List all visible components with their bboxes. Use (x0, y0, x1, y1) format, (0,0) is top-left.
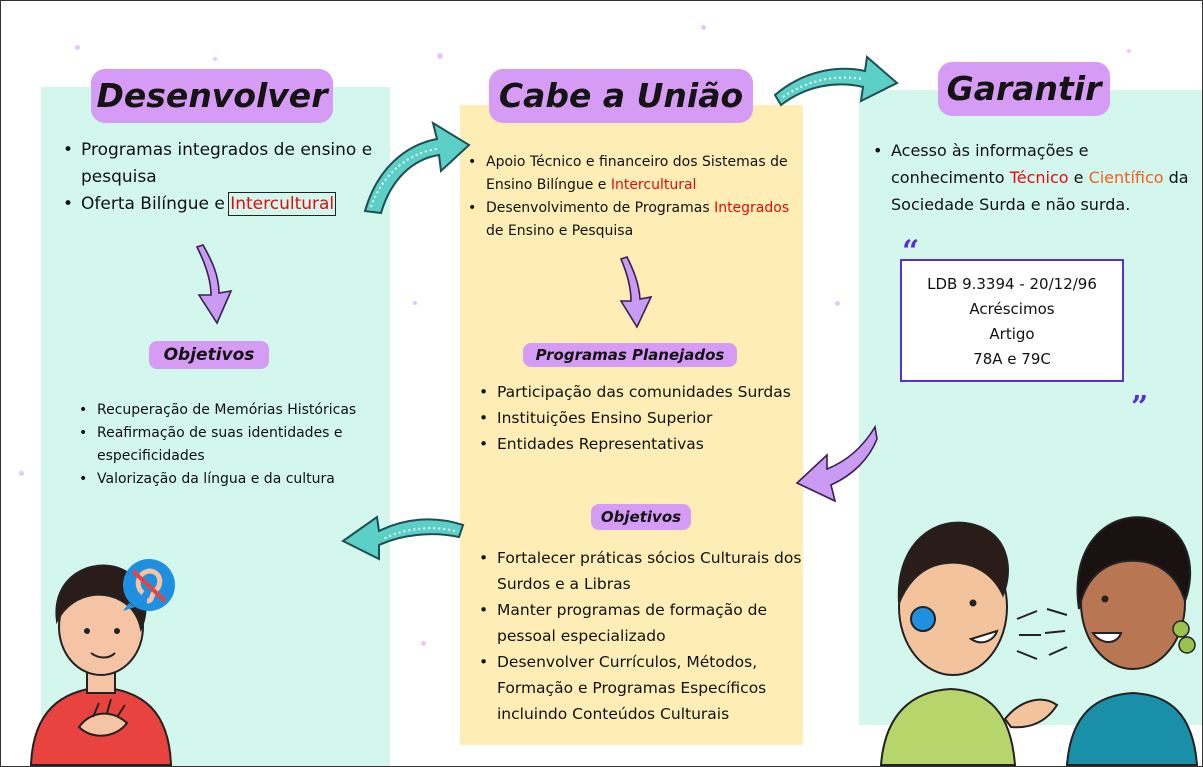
list-item: Valorização da língua e da cultura (77, 468, 377, 491)
garantir-list: Acesso às informações e conhecimento Téc… (871, 137, 1197, 218)
decor-dot (413, 301, 417, 305)
children-talking-illustration (879, 516, 1199, 766)
curved-arrow-purple-icon (795, 424, 878, 503)
uniao-objetivos-title: Objetivos (591, 504, 691, 530)
highlight-tecnico: Técnico (1009, 168, 1069, 187)
highlight-intercultural: Intercultural (610, 177, 697, 193)
highlight-cientifico: Científico (1088, 168, 1164, 187)
list-item: Reafirmação de suas identidades e especi… (77, 422, 377, 468)
quote-close-mark: ” (1131, 390, 1149, 425)
list-item: Desenvolvimento de Programas Integrados … (466, 197, 796, 243)
list-item: Entidades Representativas (477, 431, 807, 457)
decor-dot (19, 471, 24, 476)
ldb-line: Artigo (989, 325, 1035, 343)
desenvolver-objetivos-title: Objetivos (149, 341, 269, 369)
programas-planejados-title: Programas Planejados (523, 343, 737, 367)
programas-planejados-list: Participação das comunidades Surdas Inst… (477, 379, 807, 457)
decor-dot (421, 641, 426, 646)
list-item: Oferta Bilíngue e Intercultural (61, 191, 381, 218)
list-item: Acesso às informações e conhecimento Téc… (871, 137, 1197, 218)
highlight-intercultural: Intercultural (228, 192, 337, 216)
list-item: Fortalecer práticas sócios Culturais dos… (477, 545, 805, 597)
list-item: Manter programas de formação de pessoal … (477, 597, 805, 649)
ldb-line: 78A e 79C (973, 350, 1051, 368)
garantir-title: Garantir (938, 62, 1110, 116)
curved-arrow-teal-icon (773, 55, 899, 107)
list-item: Apoio Técnico e financeiro dos Sistemas … (466, 151, 796, 197)
signing-person-illustration (29, 564, 173, 766)
ldb-box: LDB 9.3394 - 20/12/96 Acréscimos Artigo … (900, 259, 1124, 382)
decor-dot (75, 45, 80, 50)
decor-dot (213, 57, 217, 61)
decor-dot (701, 25, 706, 30)
uniao-title: Cabe a União (489, 69, 753, 123)
list-item: Participação das comunidades Surdas (477, 379, 807, 405)
curved-arrow-teal-icon (363, 120, 471, 215)
curved-arrow-purple-icon (619, 256, 653, 329)
curved-arrow-teal-icon (341, 515, 465, 561)
list-item: Instituições Ensino Superior (477, 405, 807, 431)
decor-dot (1127, 49, 1131, 53)
list-item: Desenvolver Currículos, Métodos, Formaçã… (477, 649, 805, 727)
desenvolver-objetivos-list: Recuperação de Memórias Históricas Reafi… (77, 399, 377, 491)
uniao-list: Apoio Técnico e financeiro dos Sistemas … (466, 151, 796, 243)
desenvolver-title: Desenvolver (91, 69, 333, 123)
ldb-line: Acréscimos (969, 300, 1055, 318)
desenvolver-list: Programas integrados de ensino e pesquis… (61, 137, 381, 218)
hearing-impaired-icon (123, 559, 175, 611)
decor-dot (437, 53, 443, 59)
decor-dot (835, 301, 840, 306)
list-item: Programas integrados de ensino e pesquis… (61, 137, 381, 191)
ldb-line: LDB 9.3394 - 20/12/96 (927, 275, 1097, 293)
curved-arrow-purple-icon (195, 244, 233, 325)
uniao-objetivos-list: Fortalecer práticas sócios Culturais dos… (477, 545, 805, 727)
list-item: Recuperação de Memórias Históricas (77, 399, 377, 422)
highlight-integrados: Integrados (714, 200, 790, 216)
